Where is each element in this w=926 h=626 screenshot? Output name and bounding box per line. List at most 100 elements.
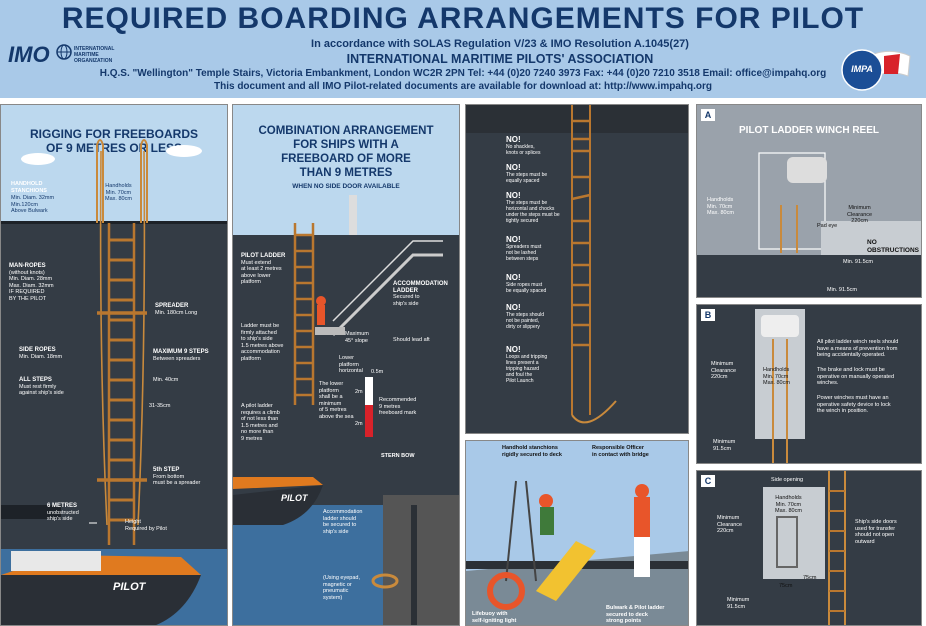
label-line: platform	[319, 387, 339, 394]
label-line: Max. Diam. 32mm	[9, 282, 54, 289]
label-line: Handhold stanchions	[502, 445, 558, 451]
label-line: Power winches must have an	[817, 395, 889, 401]
label-line: pneumatic	[323, 588, 349, 594]
label-line: ship's side	[393, 300, 419, 307]
pilot-boat-name: PILOT	[113, 581, 146, 593]
label-line: Minimum	[727, 597, 750, 603]
panel-badge: C	[701, 475, 715, 487]
dim-label: 75cm	[803, 575, 817, 581]
label-line: Above Bulwark	[11, 208, 48, 214]
label-line: ALL STEPS	[19, 377, 52, 383]
label-line: Recommended	[379, 397, 417, 403]
label-line: magnetic or	[323, 581, 352, 588]
panel-subtitle: WHEN NO SIDE DOOR AVAILABLE	[292, 183, 400, 190]
label-line: Pilot Launch	[506, 378, 534, 384]
min-915-label: Min. 91.5cm	[827, 287, 857, 293]
label-line: be secured to	[323, 522, 357, 528]
label-line: Minimum	[713, 439, 736, 445]
label-line: From bottom	[153, 473, 185, 480]
no-heading: NO!	[506, 303, 521, 312]
bulwark	[1, 221, 227, 224]
label-line: Clearance	[711, 367, 737, 374]
label-line: Bulwark & Pilot ladder	[606, 605, 665, 611]
panel-title: COMBINATION ARRANGEMENT	[258, 125, 434, 137]
panel-title: OF 9 METRES OR LESS	[45, 141, 183, 155]
globe-icon	[56, 44, 72, 60]
label-line: be equally spaced	[506, 288, 547, 294]
label-line: not be lashed	[506, 250, 537, 256]
label-line: OBSTRUCTIONS	[867, 246, 919, 254]
label-line: Handholds	[707, 197, 734, 203]
label-line: tightly secured	[506, 218, 539, 224]
label-line: Clearance	[847, 211, 873, 218]
label-line: freeboard mark	[379, 410, 417, 416]
label-line: used for transfer	[855, 525, 896, 532]
label-line: unobstructed	[47, 509, 79, 516]
panel-title: RIGGING FOR FREEBOARDS	[29, 127, 198, 141]
label-line: the winch in position.	[817, 408, 869, 414]
label-line: outward	[855, 538, 875, 545]
label-line: Max. 80cm	[105, 196, 132, 202]
label-line: Min. Diam. 28mm	[9, 276, 53, 282]
label-line: 9 metres	[241, 435, 263, 442]
label-line: Maximum	[345, 331, 369, 337]
label-line: The steps must be	[506, 200, 548, 206]
label-line: Min. 70cm	[763, 373, 789, 380]
label-line: ladder should	[323, 515, 357, 522]
label-line: minimum	[319, 400, 342, 407]
label-line: being accidentally operated.	[817, 352, 886, 358]
rigging-drawing	[1, 139, 201, 625]
winch-reel-drawing	[697, 152, 921, 297]
label-line: to ship's side	[241, 336, 273, 342]
label-line: Side ropes must	[506, 282, 543, 288]
imo-org-line: INTERNATIONAL	[74, 46, 115, 52]
label-line: 6 METRES	[47, 503, 78, 509]
gauge-label: 0.5m	[371, 369, 384, 375]
label-line: of 5 metres	[319, 407, 347, 413]
label-line: have a means of prevention from	[817, 345, 898, 352]
panel-freeboard-9m: RIGGING FOR FREEBOARDS OF 9 METRES OR LE…	[0, 104, 228, 626]
label-line: STANCHIONS	[11, 187, 47, 194]
no-heading: NO!	[506, 345, 521, 354]
association-name: INTERNATIONAL MARITIME PILOTS' ASSOCIATI…	[346, 52, 654, 66]
label-line: Ladder must be	[241, 323, 280, 329]
label-line: MAXIMUM 9 STEPS	[153, 349, 209, 355]
label-line: horizontal	[339, 368, 363, 374]
no-heading: NO!	[506, 273, 521, 282]
label-line: BY THE PILOT	[9, 295, 47, 302]
label-line: at least 2 metres	[241, 266, 282, 272]
label-line: tripping hazard	[506, 366, 540, 372]
pad-eye-label: Pad eye	[817, 223, 838, 229]
min-40-label: Min. 40cm	[153, 377, 179, 383]
ladder-faults-drawing	[571, 105, 617, 424]
panel-title: FOR SHIPS WITH A	[293, 139, 399, 151]
label-line: Required by Pilot	[125, 525, 167, 532]
label-line: knots or splices	[506, 150, 541, 156]
no-heading: NO!	[506, 191, 521, 200]
label-line: Ship's side doors	[855, 519, 897, 525]
label-line: Min. Diam. 32mm	[11, 195, 55, 201]
label-line: above lower	[241, 272, 271, 279]
label-line: Lifebuoy with	[472, 611, 508, 617]
label-line: A pilot ladder	[241, 403, 273, 409]
label-line: NO	[867, 239, 877, 246]
